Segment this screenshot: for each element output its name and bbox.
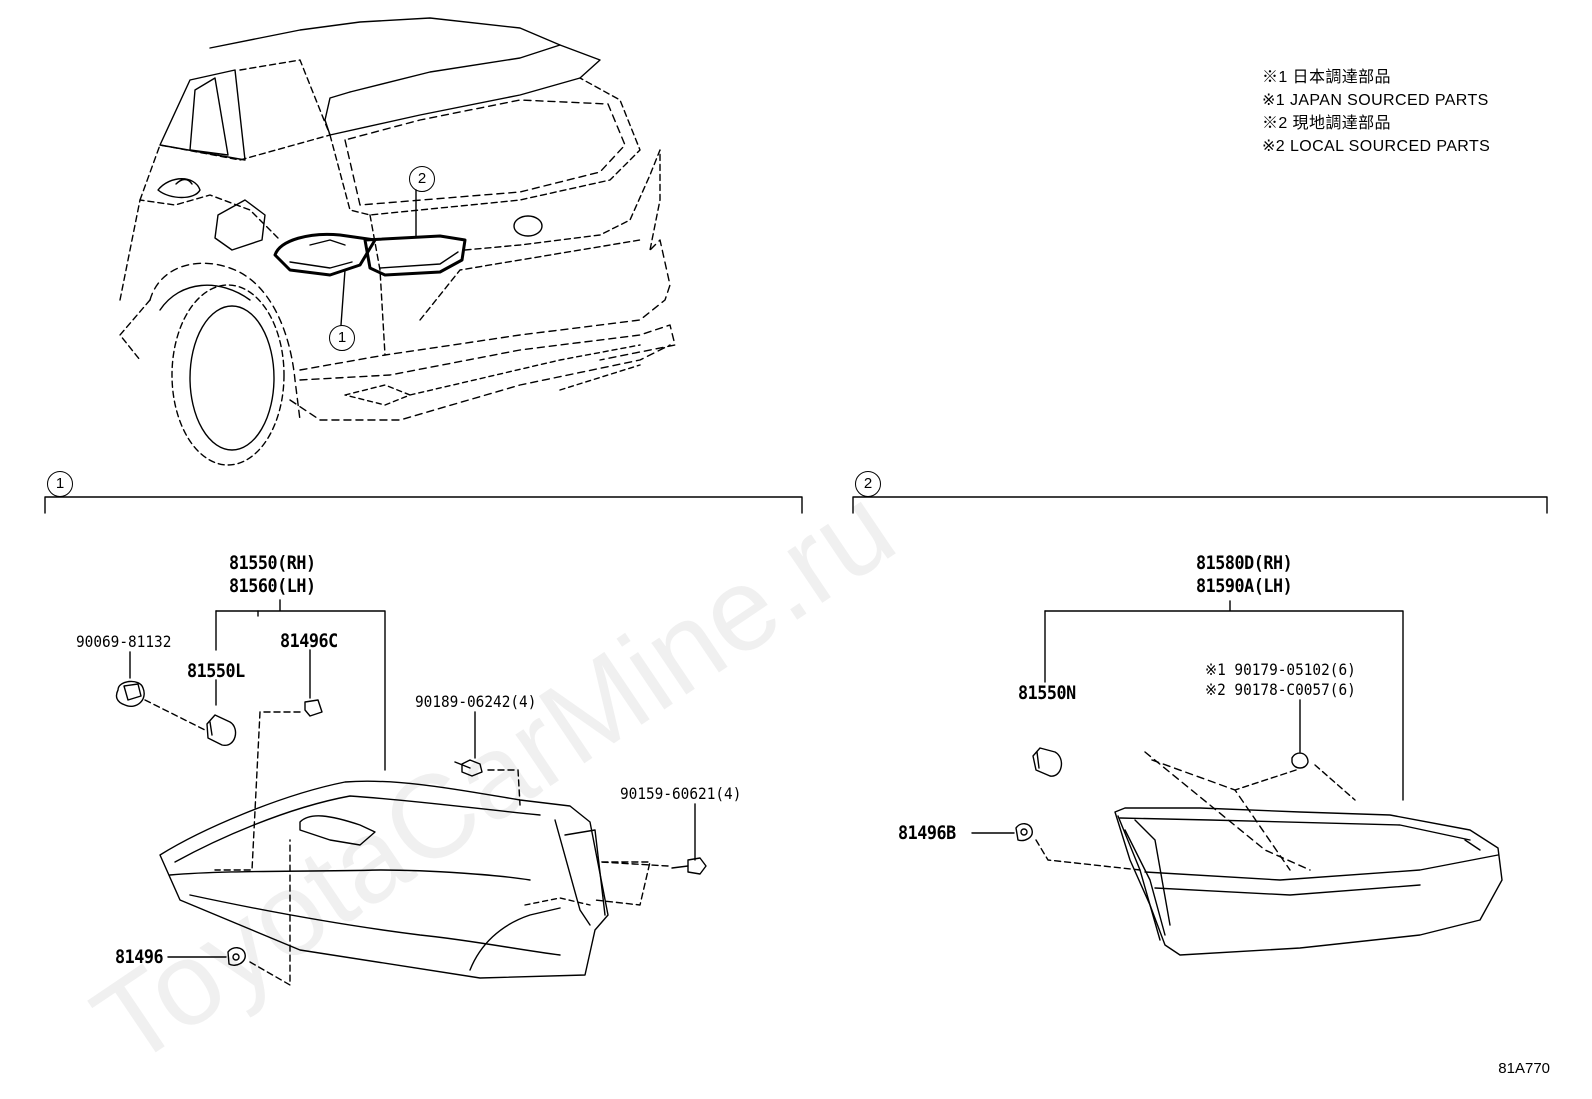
section2-assembly-rh-label[interactable]: 81580D(RH)	[1196, 552, 1293, 574]
clip-81496c-label[interactable]: 81496C	[280, 630, 338, 652]
fastener-local-label[interactable]: ※2 90178-C0057(6)	[1205, 680, 1356, 699]
diagram-reference-code: 81A770	[1498, 1060, 1550, 1077]
legend-line-local-en: ※2 LOCAL SOURCED PARTS	[1262, 138, 1491, 155]
sourcing-legend: ※1 日本調達部品 ※1 JAPAN SOURCED PARTS ※2 現地調達…	[1262, 66, 1490, 158]
screw-part-label[interactable]: 90159-60621(4)	[620, 784, 742, 803]
section2-drawing	[971, 600, 1503, 956]
section1-drawing	[115, 599, 707, 986]
bulb-81550n-label[interactable]: 81550N	[1018, 682, 1076, 704]
nut-part-label[interactable]: 90189-06242(4)	[415, 692, 537, 711]
section2-assembly-lh-label[interactable]: 81590A(LH)	[1196, 575, 1293, 597]
socket-part-label[interactable]: 90069-81132	[76, 632, 172, 651]
overview-callout-2[interactable]: 2	[409, 166, 435, 192]
clip-81496b-label[interactable]: 81496B	[898, 822, 956, 844]
legend-line-japan-en: ※1 JAPAN SOURCED PARTS	[1262, 92, 1489, 109]
section2-bracket	[852, 496, 1548, 514]
bulb-81550l-label[interactable]: 81550L	[187, 660, 245, 682]
fastener-japan-label[interactable]: ※1 90179-05102(6)	[1205, 660, 1356, 679]
legend-line-local-jp: ※2 現地調達部品	[1262, 115, 1391, 132]
section1-marker: 1	[47, 471, 73, 497]
overview-callout-1[interactable]: 1	[329, 325, 355, 351]
section2-marker: 2	[855, 471, 881, 497]
vehicle-overview-illustration	[119, 17, 676, 466]
section1-assembly-rh-label[interactable]: 81550(RH)	[229, 552, 316, 574]
section1-bracket	[44, 496, 803, 514]
section1-assembly-lh-label[interactable]: 81560(LH)	[229, 575, 316, 597]
clip-81496-label[interactable]: 81496	[115, 946, 164, 968]
legend-line-japan-jp: ※1 日本調達部品	[1262, 69, 1391, 86]
